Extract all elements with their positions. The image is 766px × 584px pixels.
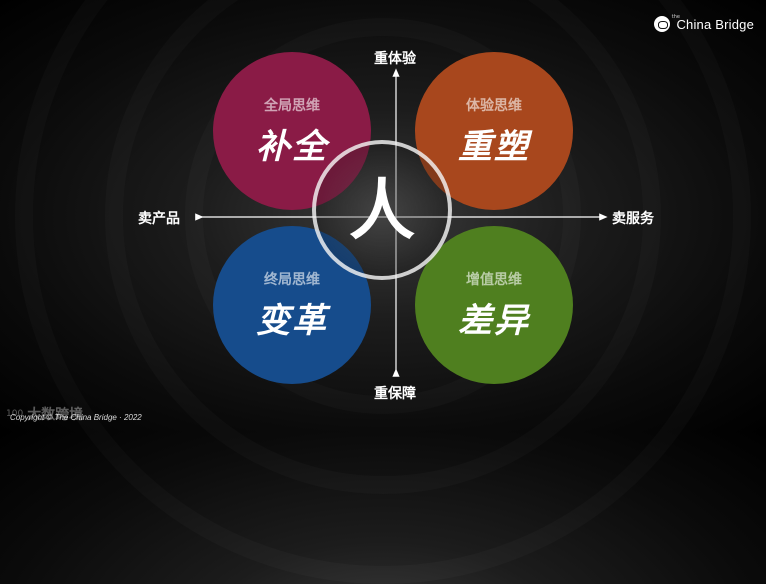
quadrant-title: 变革 xyxy=(256,293,328,342)
quadrant-subtitle: 终局思维 xyxy=(264,269,320,289)
quadrant-subtitle: 体验思维 xyxy=(466,95,522,115)
axis-label-top: 重体验 xyxy=(374,48,416,68)
center-character: 人 xyxy=(349,177,415,243)
quadrant-title: 重塑 xyxy=(458,119,530,168)
axis-label-bottom: 重保障 xyxy=(374,383,416,403)
quadrant-subtitle: 增值思维 xyxy=(466,269,522,289)
copyright-text: Copyright © The China Bridge · 2022 xyxy=(10,413,142,422)
axis-label-left: 卖产品 xyxy=(138,208,180,228)
quadrant-title: 差异 xyxy=(458,293,530,342)
axis-label-right: 卖服务 xyxy=(612,208,654,228)
quadrant-title: 补全 xyxy=(256,119,328,168)
quadrant-subtitle: 全局思维 xyxy=(264,95,320,115)
center-circle: 人 xyxy=(312,140,452,280)
